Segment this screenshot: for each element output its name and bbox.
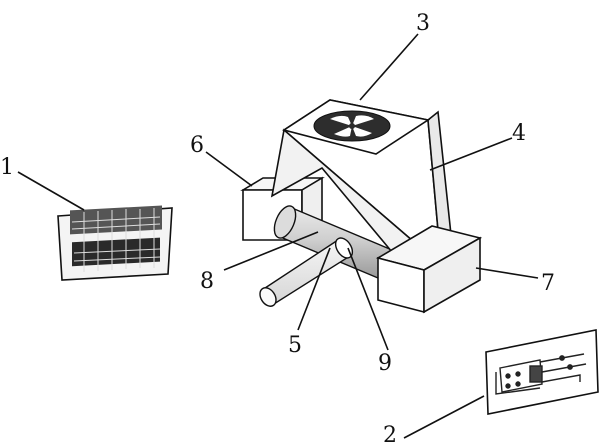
component-1-module: [57, 205, 173, 281]
label-8: 8: [200, 269, 214, 294]
label-6: 6: [190, 133, 204, 158]
component-7-right-block: [375, 225, 483, 314]
label-9: 9: [378, 351, 392, 376]
label-7: 7: [541, 271, 555, 296]
fan-icon: [313, 110, 391, 142]
label-4: 4: [512, 121, 526, 146]
component-5-rod: [259, 237, 354, 307]
label-3: 3: [416, 11, 430, 36]
component-2-circuit-board: [485, 329, 599, 415]
label-2: 2: [383, 423, 397, 448]
label-1: 1: [0, 155, 14, 180]
leader-lines: [17, 33, 539, 439]
label-5: 5: [288, 333, 302, 358]
circuit-board-icon: [495, 353, 587, 395]
component-3-top: [282, 99, 431, 155]
part-labels: 1 2 3 4 5 6 7 8 9: [0, 11, 555, 448]
